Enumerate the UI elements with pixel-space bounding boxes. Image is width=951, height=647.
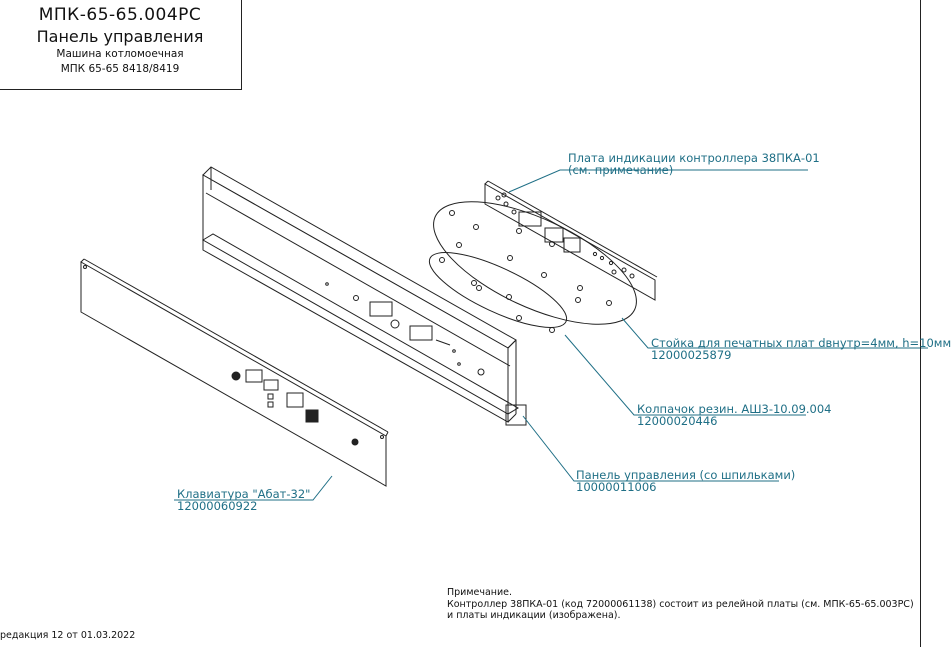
callout-keyboard: Клавиатура "Абат-32" 12000060922 — [177, 488, 310, 512]
machine-line-2: МПК 65-65 8418/8419 — [60, 63, 180, 75]
frame-border — [920, 0, 921, 647]
callout-label: Колпачок резин. АШ3-10.09.004 — [637, 402, 832, 416]
title-block: МПК-65-65.004РС Панель управления Машина… — [0, 0, 242, 90]
callout-code: 10000011006 — [576, 480, 657, 494]
standoffs-group — [433, 201, 637, 325]
callout-indication-board: Плата индикации контроллера 38ПКА-01 (см… — [568, 152, 820, 176]
drawing-code: МПК-65-65.004РС — [38, 5, 202, 25]
note-line-1: Контроллер 38ПКА-01 (код 72000061138) со… — [447, 598, 914, 610]
callout-sub: (см. примечание) — [568, 163, 674, 177]
leader-lines — [174, 169, 928, 501]
callout-standoff: Стойка для печатных плат dвнутр=4мм, h=1… — [651, 337, 951, 361]
keyboard-panel — [80, 258, 389, 487]
drawing-name: Панель управления — [36, 27, 204, 46]
callout-label: Панель управления (со шпильками) — [576, 468, 796, 482]
control-panel-housing — [202, 166, 527, 426]
note-heading: Примечание. — [447, 587, 513, 598]
callout-code: 12000025879 — [651, 348, 732, 362]
callout-label: Плата индикации контроллера 38ПКА-01 — [568, 151, 820, 165]
indication-board — [484, 180, 658, 301]
callout-code: 12000020446 — [637, 414, 718, 428]
rubber-caps-group — [428, 252, 568, 333]
callout-label: Клавиатура "Абат-32" — [177, 487, 311, 501]
callout-control-panel: Панель управления (со шпильками) 1000001… — [576, 469, 795, 493]
exploded-assembly-drawing — [80, 166, 928, 501]
note-line-2: и платы индикации (изображена). — [447, 610, 621, 621]
revision-text: редакция 12 от 01.03.2022 — [0, 630, 136, 641]
callout-code: 12000060922 — [177, 499, 258, 513]
callout-rubber-cap: Колпачок резин. АШ3-10.09.004 1200002044… — [637, 403, 832, 427]
callout-label: Стойка для печатных плат dвнутр=4мм, h=1… — [651, 336, 951, 350]
machine-line-1: Машина котломоечная — [56, 48, 184, 60]
note-block: Примечание. Контроллер 38ПКА-01 (код 720… — [447, 587, 914, 622]
